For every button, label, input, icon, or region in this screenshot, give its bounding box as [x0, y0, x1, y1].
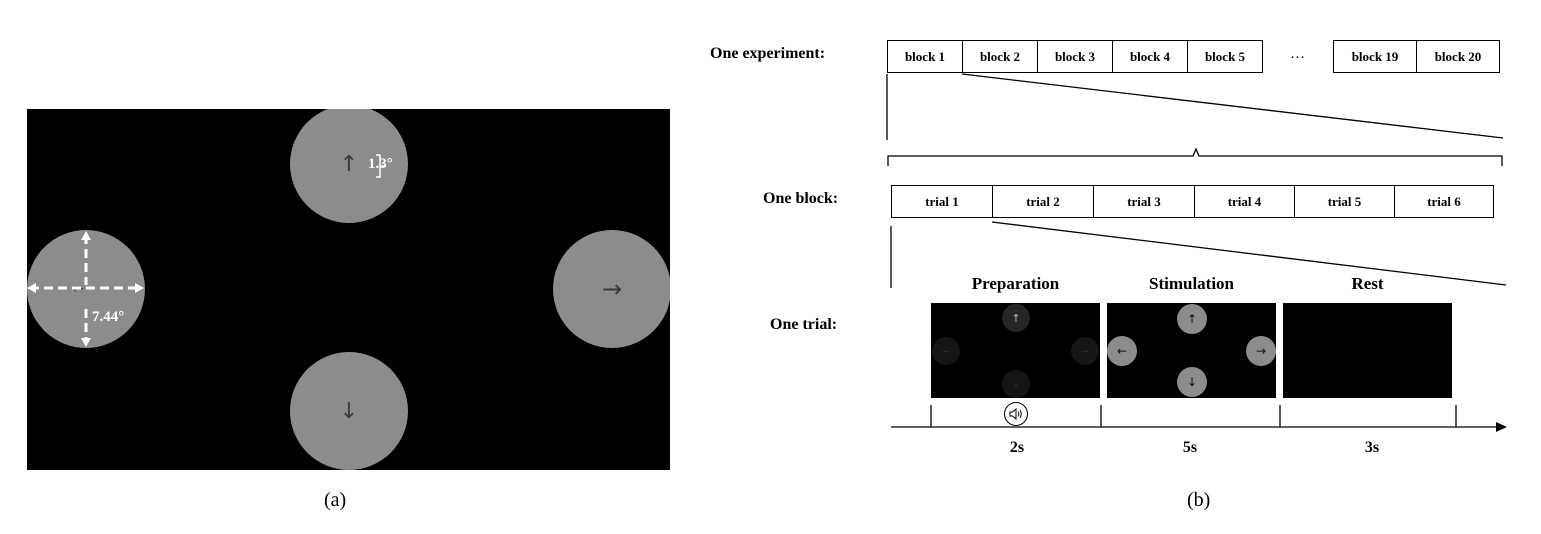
speaker-icon — [1003, 401, 1029, 427]
size-bracket — [376, 154, 385, 178]
right-arrow-icon: → — [1081, 346, 1089, 356]
down-target: ↓ — [1002, 370, 1030, 398]
block-box: block 1 — [887, 40, 963, 73]
trial-box: trial 1 — [891, 185, 993, 218]
panel-a-caption: (a) — [324, 489, 347, 511]
block-box: block 2 — [962, 40, 1038, 73]
down-target: ↓ — [1177, 367, 1207, 397]
left-target: ← — [1107, 336, 1137, 366]
block-box: block 3 — [1037, 40, 1113, 73]
phase-duration: 3s — [1364, 439, 1380, 456]
trial-box: trial 3 — [1093, 185, 1195, 218]
block-box: block 19 — [1333, 40, 1417, 73]
down-arrow-icon: ↓ — [1186, 375, 1198, 389]
trial-box: trial 6 — [1394, 185, 1494, 218]
right-arrow-icon: → — [1255, 344, 1267, 358]
left-arrow-icon: ← — [942, 346, 950, 356]
left-target: ← — [932, 337, 960, 365]
phase-duration: 2s — [1009, 439, 1025, 456]
phase-title: Rest — [1351, 274, 1384, 293]
left-arrow-icon: ← — [1116, 344, 1128, 358]
down-target: ↓ — [290, 352, 408, 470]
up-arrow-icon: ↑ — [1186, 312, 1198, 326]
phase-duration: 5s — [1182, 439, 1198, 456]
block-box: block 4 — [1112, 40, 1188, 73]
stimulation-screen: ↑ ← → ↓ — [1107, 303, 1276, 398]
stimulus-screen: ↑ 1.3° ↓ ← → 7.44° — [27, 109, 670, 470]
up-target: ↑ — [1002, 304, 1030, 332]
block-ellipsis: … — [1290, 46, 1305, 62]
experiment-row-label: One experiment: — [710, 45, 826, 62]
up-arrow-icon: ↑ — [1011, 311, 1021, 325]
right-arrow-icon: → — [601, 275, 623, 303]
up-target: ↑ — [1177, 304, 1207, 334]
trial-row-label: One trial: — [770, 316, 838, 333]
size-label: 1.3° — [368, 156, 393, 172]
down-arrow-icon: ↓ — [1012, 379, 1020, 389]
distance-annotation — [27, 231, 144, 347]
distance-label: 7.44° — [92, 309, 125, 325]
trial-box: trial 4 — [1194, 185, 1295, 218]
down-arrow-icon: ↓ — [339, 398, 359, 424]
trial-box: trial 2 — [992, 185, 1094, 218]
up-arrow-icon: ↑ — [339, 151, 359, 177]
preparation-screen: ↑ ← → ↓ — [931, 303, 1100, 398]
trial-box: trial 5 — [1294, 185, 1395, 218]
block-box: block 5 — [1187, 40, 1263, 73]
right-target: → — [1246, 336, 1276, 366]
up-target: ↑ — [290, 109, 408, 223]
right-target: → — [553, 230, 670, 348]
rest-screen — [1283, 303, 1452, 398]
block-box: block 20 — [1416, 40, 1500, 73]
block-row-label: One block: — [763, 190, 839, 207]
phase-title: Preparation — [971, 274, 1060, 293]
right-target: → — [1071, 337, 1099, 365]
phase-title: Stimulation — [1148, 274, 1235, 293]
panel-b-caption: (b) — [1187, 489, 1211, 511]
